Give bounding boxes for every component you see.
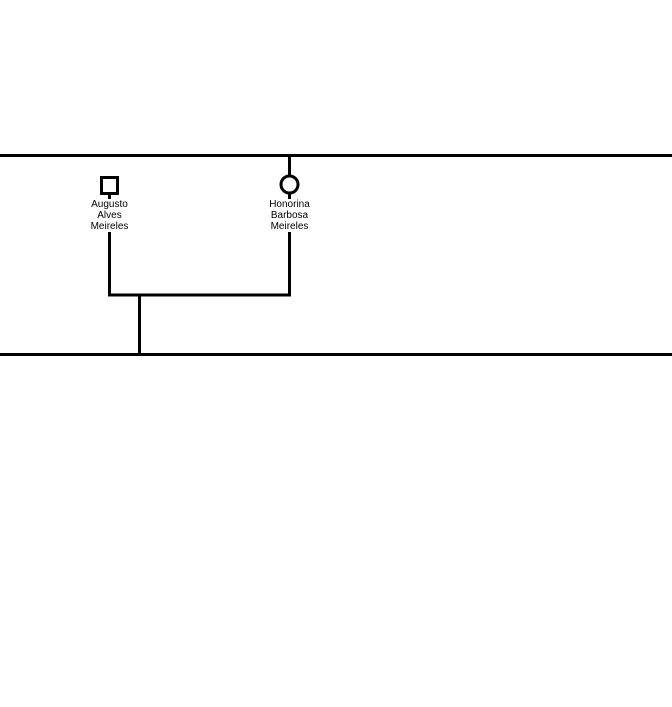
- name-line: Honorina: [268, 199, 311, 210]
- male-person-square-icon[interactable]: [100, 176, 119, 195]
- name-line: Barbosa: [269, 210, 310, 221]
- honorina-name-label: Honorina Barbosa Meireles: [250, 199, 330, 232]
- augusto-name-label: Augusto Alves Meireles: [70, 199, 150, 232]
- name-line: Augusto: [90, 199, 129, 210]
- female-person-circle-icon[interactable]: [279, 174, 300, 195]
- name-line: Meireles: [269, 221, 310, 232]
- name-line: Alves: [96, 210, 123, 221]
- name-line: Meireles: [89, 221, 130, 232]
